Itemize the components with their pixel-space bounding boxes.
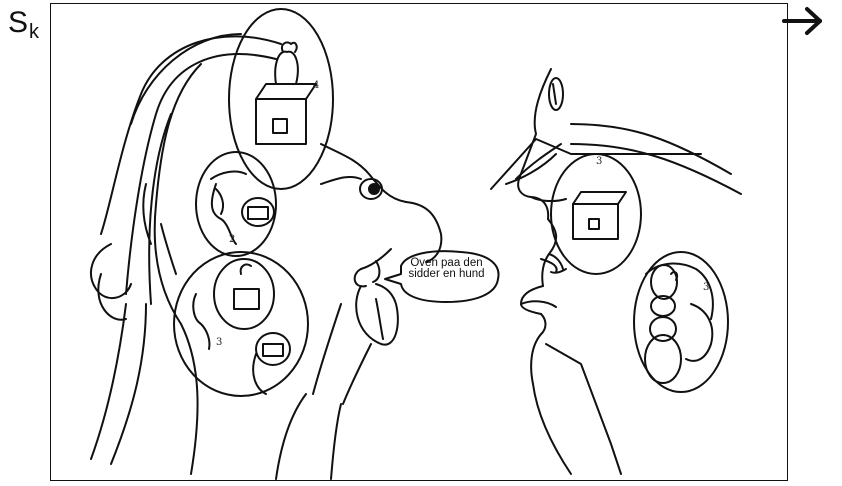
figure-symbol: Sk	[8, 8, 39, 38]
speech-bubble-text: Oven paa den sidder en hund	[399, 258, 494, 280]
right-arrow-icon[interactable]	[782, 6, 826, 41]
circle-number-right-head: 3	[596, 156, 602, 167]
memory-illustration	[51, 4, 788, 481]
figure-symbol-subscript: k	[29, 21, 39, 43]
circle-number-small-right: 3	[703, 282, 709, 293]
circle-number-top: 4	[313, 80, 319, 91]
circle-number-middle: 2	[229, 234, 235, 245]
figure-symbol-letter: S	[8, 6, 28, 39]
illustration-frame: 4 2 3 3 3 Oven paa den sidder en hund	[50, 3, 788, 481]
speech-bubble-line-2: sidder en hund	[399, 269, 494, 280]
circle-number-bottom: 3	[216, 337, 222, 348]
